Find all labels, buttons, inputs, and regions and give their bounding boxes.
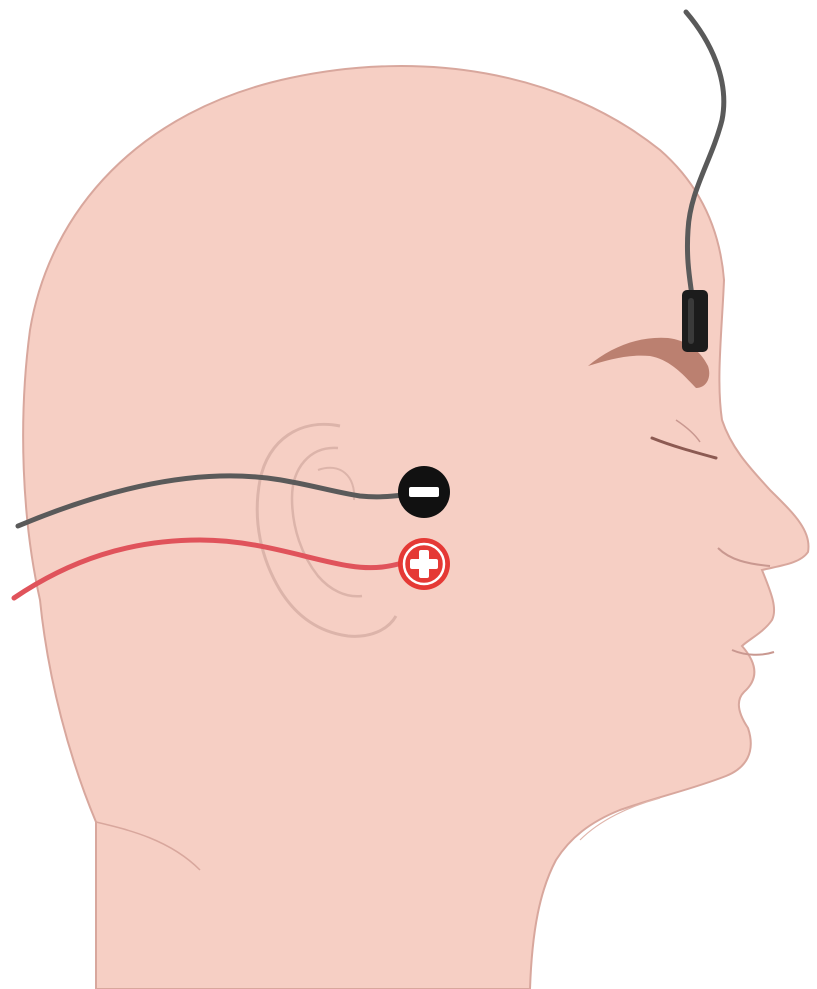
positive-electrode [398,538,450,590]
forehead-sensor-highlight [688,298,694,344]
minus-symbol [409,487,439,497]
forehead-sensor [682,290,708,352]
plus-symbol-vertical [419,550,429,578]
negative-electrode [398,466,450,518]
